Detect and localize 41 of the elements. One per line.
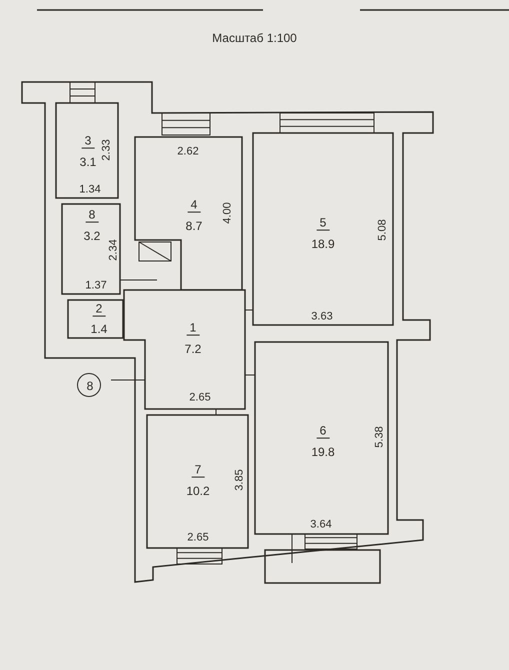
dimension-label: 1.37: [85, 280, 107, 292]
room-number: 3: [82, 134, 94, 149]
room-number: 2: [92, 302, 106, 317]
room-outline: [147, 415, 248, 548]
room-area: 18.9: [311, 238, 335, 250]
marker-circle: [77, 373, 101, 397]
dimension-label: 3.63: [311, 312, 333, 322]
room-area: 7.2: [184, 343, 202, 356]
balcony-outline: [265, 550, 380, 583]
room-number: 7: [192, 464, 204, 478]
room-number: 6: [316, 424, 330, 439]
room-outline: [253, 133, 393, 325]
room-outline: [62, 204, 120, 294]
room-area: 10.2: [186, 485, 210, 498]
dimension-label: 1.34: [79, 184, 101, 196]
dimension-label: 2.65: [187, 532, 209, 544]
room-outline: [56, 103, 118, 198]
room-outline: [255, 342, 388, 534]
room-outline: [135, 137, 242, 290]
dimension-label: 3.64: [310, 520, 332, 530]
marker-number: 8: [86, 380, 94, 392]
room-number: 4: [188, 198, 200, 213]
scale-title: Масштаб 1:100: [211, 31, 298, 45]
room-outline: [124, 290, 245, 409]
dimension-label: 3.85: [234, 469, 246, 491]
room-number: 5: [316, 216, 330, 231]
dimension-label: 2.62: [177, 146, 199, 158]
room-area: 1.4: [90, 323, 108, 336]
room-area: 8.7: [186, 220, 202, 232]
room-number: 1: [186, 322, 200, 336]
dimension-label: 2.34: [108, 239, 120, 261]
dimension-label: 4.00: [222, 202, 234, 224]
room-area: 19.8: [311, 446, 335, 458]
room-number: 8: [86, 208, 98, 223]
room-outline: [68, 300, 123, 338]
dimension-label: 2.33: [102, 139, 112, 161]
dimension-label: 5.08: [378, 219, 388, 241]
room-area: 3.2: [84, 230, 100, 242]
room-area: 3.1: [80, 156, 96, 168]
dimension-label: 5.38: [374, 426, 386, 448]
dimension-label: 2.65: [189, 392, 211, 404]
